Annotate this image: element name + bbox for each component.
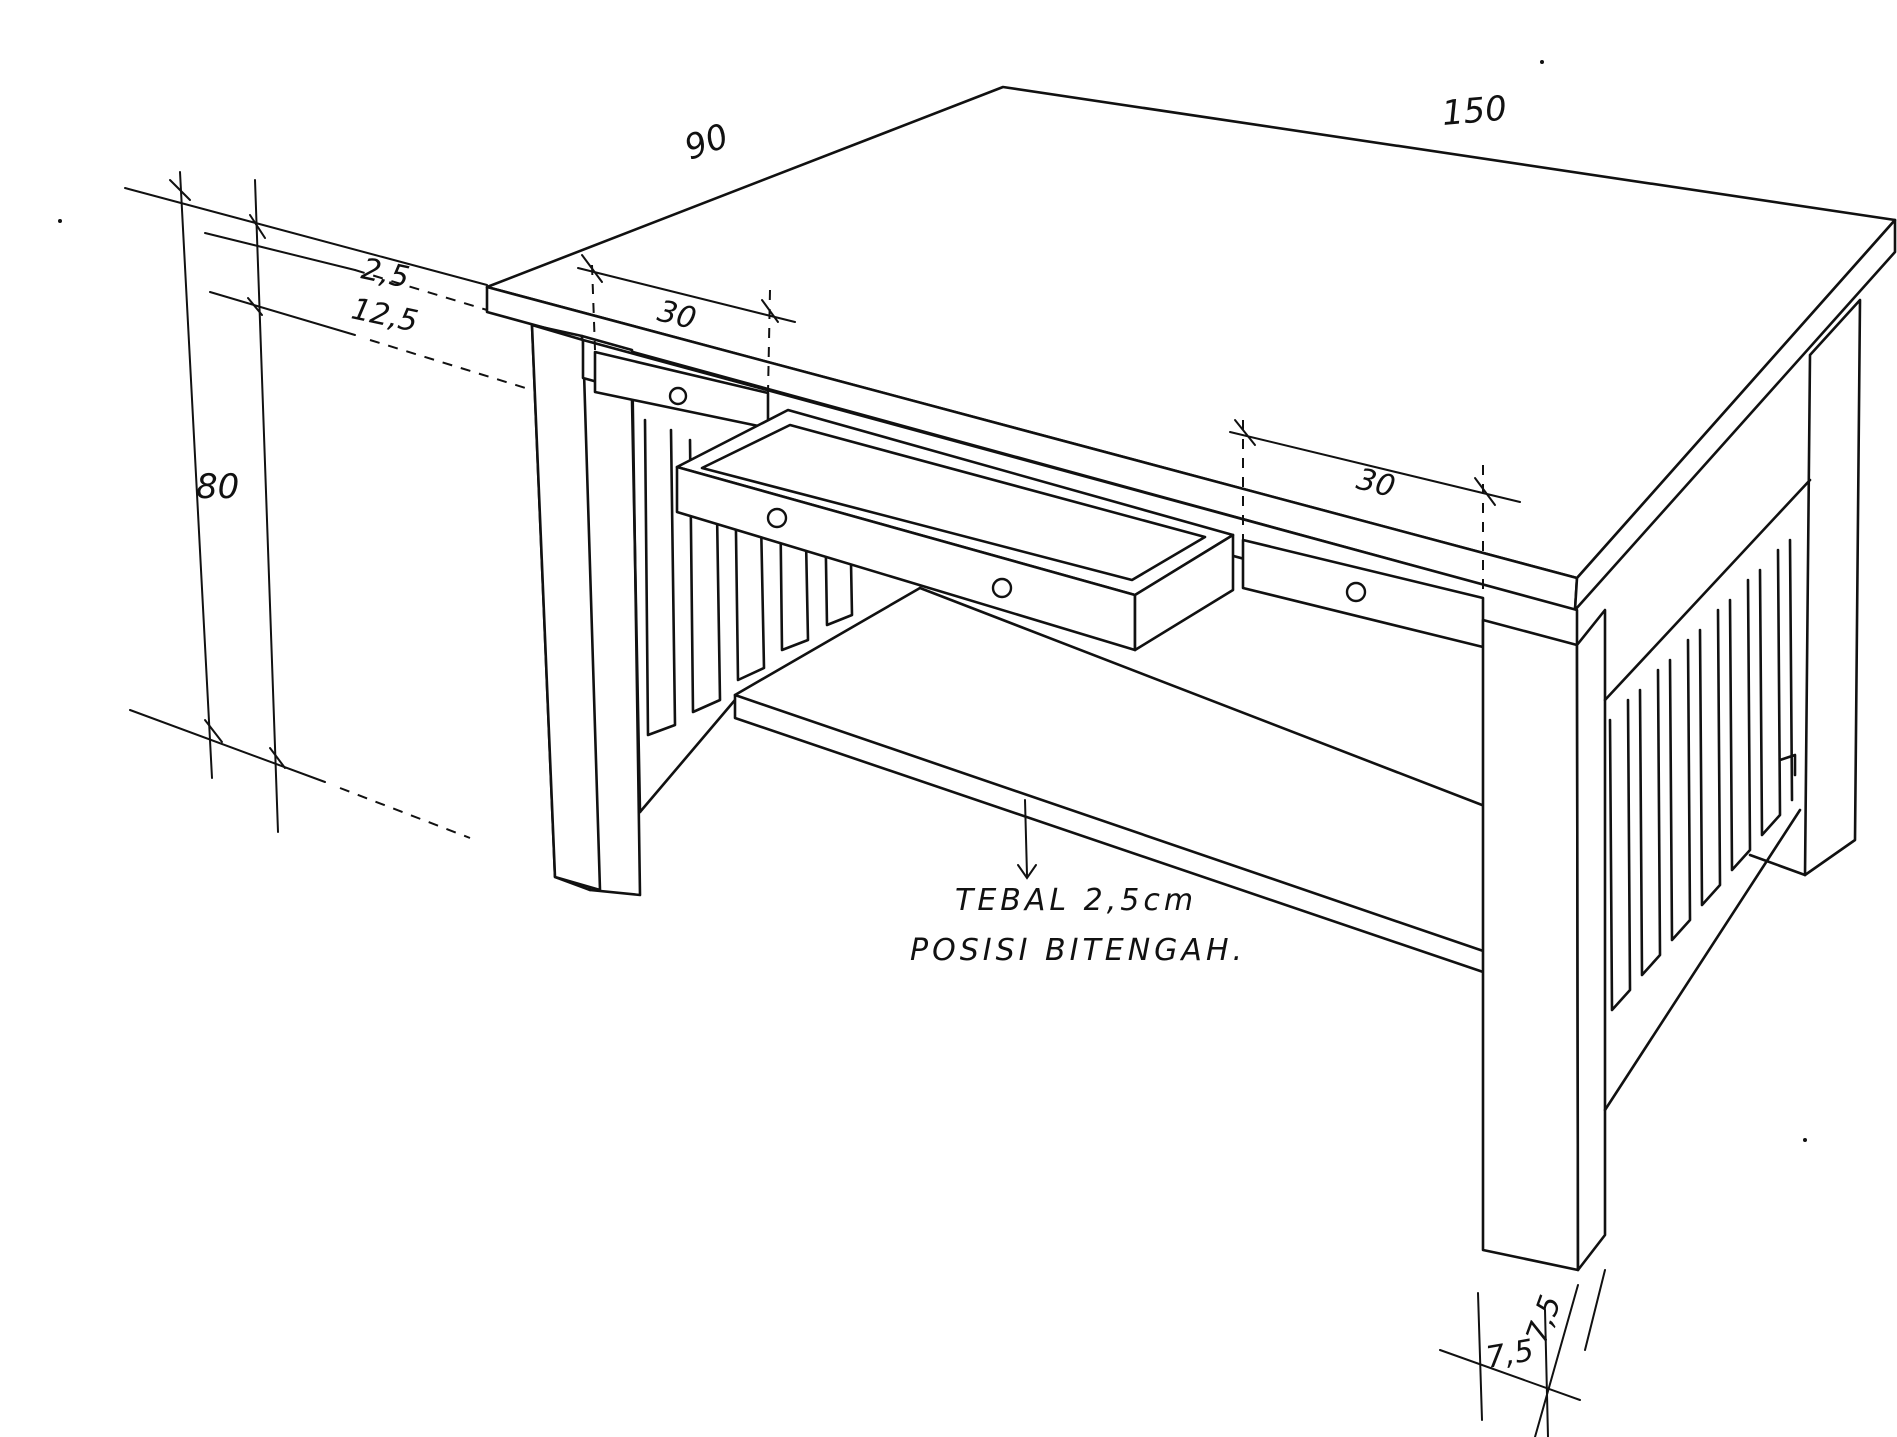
table-top	[485, 85, 1897, 612]
label-height: 80	[196, 467, 239, 507]
front-left-leg	[530, 323, 602, 892]
dimension-drawer-left	[577, 254, 796, 394]
drawer-center-knob-2	[991, 577, 1013, 599]
drawer-right-knob	[1345, 581, 1367, 603]
label-depth: 90	[679, 116, 733, 168]
note-line-1: TEBAL 2,5cm	[955, 883, 1197, 918]
label-leg-depth: 7,5	[1520, 1291, 1569, 1348]
label-leg-width: 7,5	[1483, 1333, 1536, 1376]
label-top-thickness: 2,5	[358, 252, 412, 296]
drawer-left-knob	[668, 386, 688, 406]
label-apron-height: 12,5	[348, 292, 421, 340]
stray-mark	[1803, 1138, 1807, 1142]
stray-mark	[1540, 60, 1544, 64]
left-side-slats	[630, 398, 854, 814]
drawer-center-knob-1	[766, 507, 788, 529]
label-length: 150	[1440, 88, 1508, 134]
dimension-leg	[1439, 1269, 1606, 1437]
right-side-slats	[1603, 478, 1812, 1112]
front-right-leg	[1481, 608, 1607, 1272]
dimension-drawer-right	[1229, 419, 1521, 598]
stray-mark	[58, 219, 62, 223]
dimension-top-and-apron	[204, 214, 533, 391]
back-right-leg	[1748, 298, 1862, 877]
drawer-center-open	[675, 408, 1235, 652]
note-arrow	[1017, 799, 1037, 880]
dimension-height	[124, 171, 488, 839]
note-line-2: POSISI BITENGAH.	[910, 933, 1246, 968]
